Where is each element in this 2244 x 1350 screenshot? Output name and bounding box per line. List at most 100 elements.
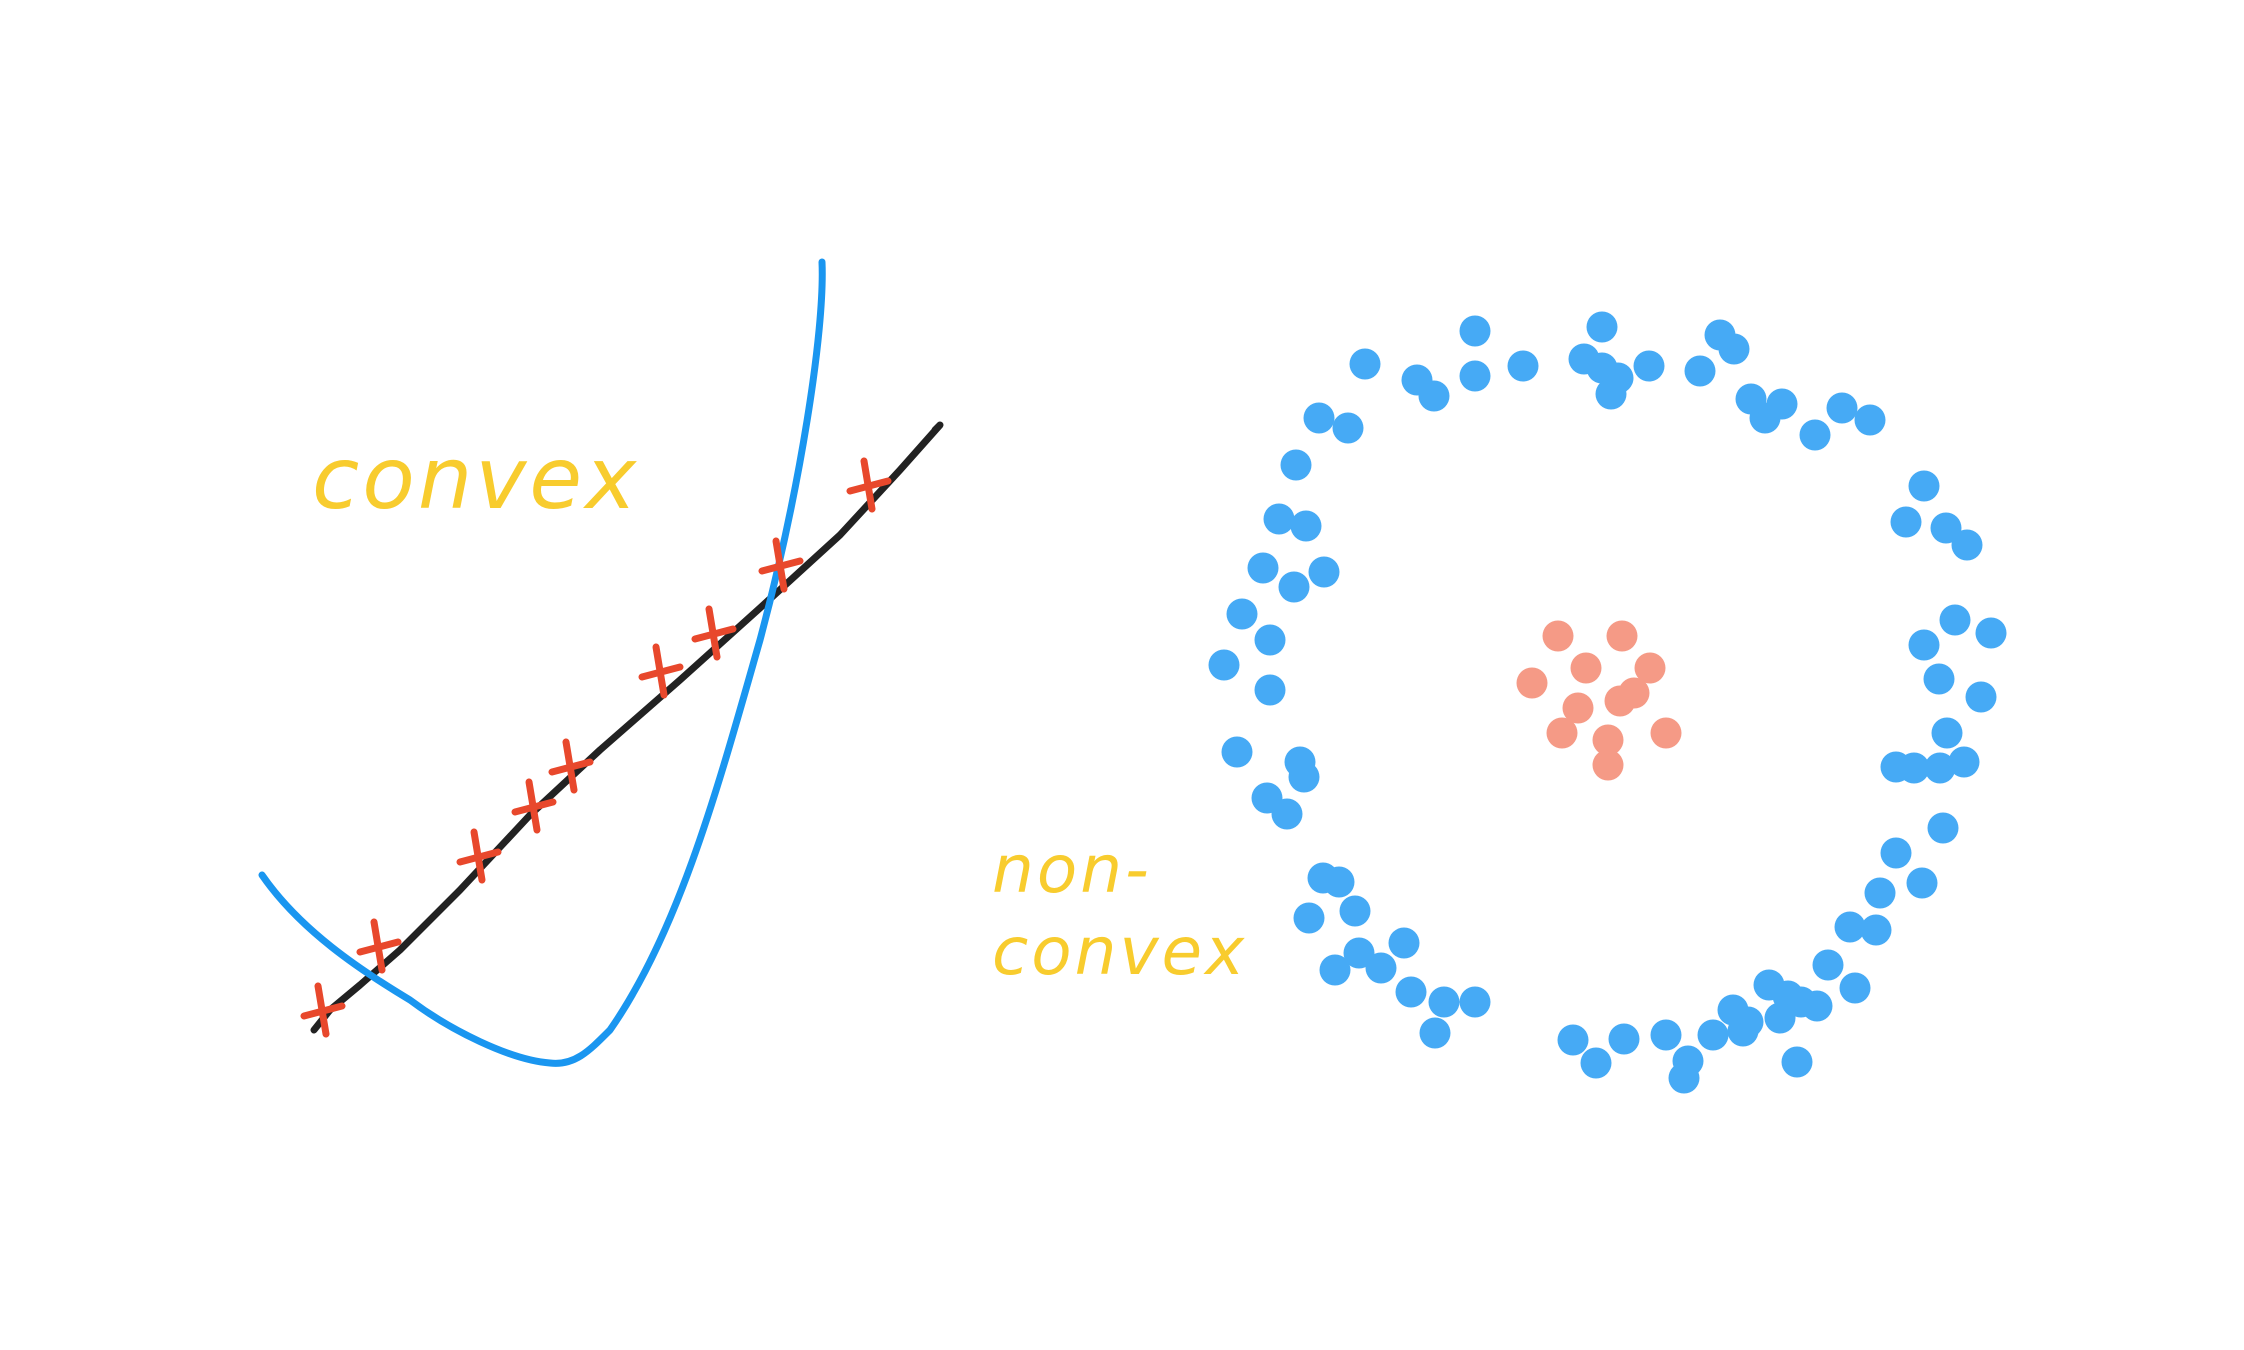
outer-point — [1927, 812, 1959, 844]
outer-point — [1221, 736, 1253, 768]
outer-point — [1308, 556, 1340, 588]
outer-point — [1906, 867, 1938, 899]
outer-point — [1419, 1017, 1451, 1049]
outer-point — [1890, 506, 1922, 538]
outer-point — [1923, 663, 1955, 695]
outer-point — [1293, 902, 1325, 934]
outer-point — [1704, 319, 1736, 351]
outer-point — [1684, 355, 1716, 387]
cross-marker-stroke — [525, 778, 541, 834]
outer-point — [1271, 798, 1303, 830]
outer-point — [1602, 362, 1634, 394]
outer-point — [1812, 949, 1844, 981]
inner-point — [1604, 685, 1636, 717]
outer-point — [1339, 895, 1371, 927]
cross-marker — [356, 918, 402, 974]
outer-point-ring — [1208, 311, 2007, 1094]
outer-point — [1880, 837, 1912, 869]
inner-point — [1606, 620, 1638, 652]
outer-point — [1349, 348, 1381, 380]
cross-marker-stroke — [370, 918, 386, 974]
cross-marker-stroke — [470, 828, 486, 884]
outer-point — [1908, 470, 1940, 502]
outer-point — [1365, 952, 1397, 984]
outer-point — [1781, 1046, 1813, 1078]
outer-point — [1247, 552, 1279, 584]
inner-point — [1634, 652, 1666, 684]
cross-marker-stroke — [860, 457, 876, 513]
outer-point — [1208, 649, 1240, 681]
outer-point — [1332, 412, 1364, 444]
marker-group — [300, 457, 892, 1038]
outer-point — [1766, 388, 1798, 420]
outer-point — [1930, 512, 1962, 544]
outer-point — [1931, 717, 1963, 749]
convex-panel: convex — [258, 258, 944, 1067]
outer-point — [1860, 914, 1892, 946]
cross-marker-stroke — [705, 605, 721, 661]
outer-point — [1428, 986, 1460, 1018]
outer-point — [1697, 1019, 1729, 1051]
outer-point — [1826, 392, 1858, 424]
outer-point — [1898, 752, 1930, 784]
outer-point — [1459, 315, 1491, 347]
outer-point — [1280, 449, 1312, 481]
outer-point — [1263, 503, 1295, 535]
cross-marker-stroke — [562, 738, 578, 794]
convex-label: convex — [312, 429, 639, 529]
outer-point — [1303, 402, 1335, 434]
outer-point — [1965, 681, 1997, 713]
cross-marker — [456, 828, 502, 884]
outer-point — [1801, 990, 1833, 1022]
outer-point — [1568, 343, 1600, 375]
outer-point — [1395, 976, 1427, 1008]
outer-point — [1633, 350, 1665, 382]
outer-point — [1290, 510, 1322, 542]
inner-point — [1516, 667, 1548, 699]
cross-marker — [511, 778, 557, 834]
nonconvex-label-line2: convex — [992, 913, 1247, 990]
outer-point — [1307, 862, 1339, 894]
inner-point — [1592, 749, 1624, 781]
nonconvex-label-line1: non- — [992, 831, 1152, 908]
outer-point — [1278, 571, 1310, 603]
outer-point — [1839, 972, 1871, 1004]
outer-point — [1254, 624, 1286, 656]
outer-point — [1608, 1023, 1640, 1055]
outer-point — [1864, 877, 1896, 909]
cross-marker — [300, 982, 346, 1038]
outer-point — [1284, 746, 1316, 778]
outer-point — [1650, 1019, 1682, 1051]
outer-point — [1459, 986, 1491, 1018]
outer-point — [1319, 954, 1351, 986]
cross-marker — [691, 605, 737, 661]
inner-point — [1650, 717, 1682, 749]
cross-marker — [638, 643, 684, 699]
straight-line — [310, 421, 944, 1034]
inner-point — [1570, 652, 1602, 684]
outer-point — [1557, 1024, 1589, 1056]
outer-point — [1924, 752, 1956, 784]
outer-point — [1975, 617, 2007, 649]
inner-point — [1546, 717, 1578, 749]
outer-point — [1388, 927, 1420, 959]
cross-marker-stroke — [772, 537, 788, 593]
outer-point — [1668, 1062, 1700, 1094]
outer-point — [1799, 419, 1831, 451]
outer-point — [1459, 360, 1491, 392]
outer-point — [1908, 629, 1940, 661]
outer-point — [1254, 674, 1286, 706]
inner-point-cluster — [1516, 620, 1682, 781]
nonconvex-panel: non- convex — [992, 311, 2007, 1094]
outer-point — [1939, 604, 1971, 636]
cross-marker-stroke — [652, 643, 668, 699]
outer-point — [1834, 911, 1866, 943]
outer-point — [1580, 1047, 1612, 1079]
outer-point — [1507, 350, 1539, 382]
inner-point — [1562, 692, 1594, 724]
outer-point — [1735, 383, 1767, 415]
inner-point — [1592, 724, 1624, 756]
cross-marker — [846, 457, 892, 513]
